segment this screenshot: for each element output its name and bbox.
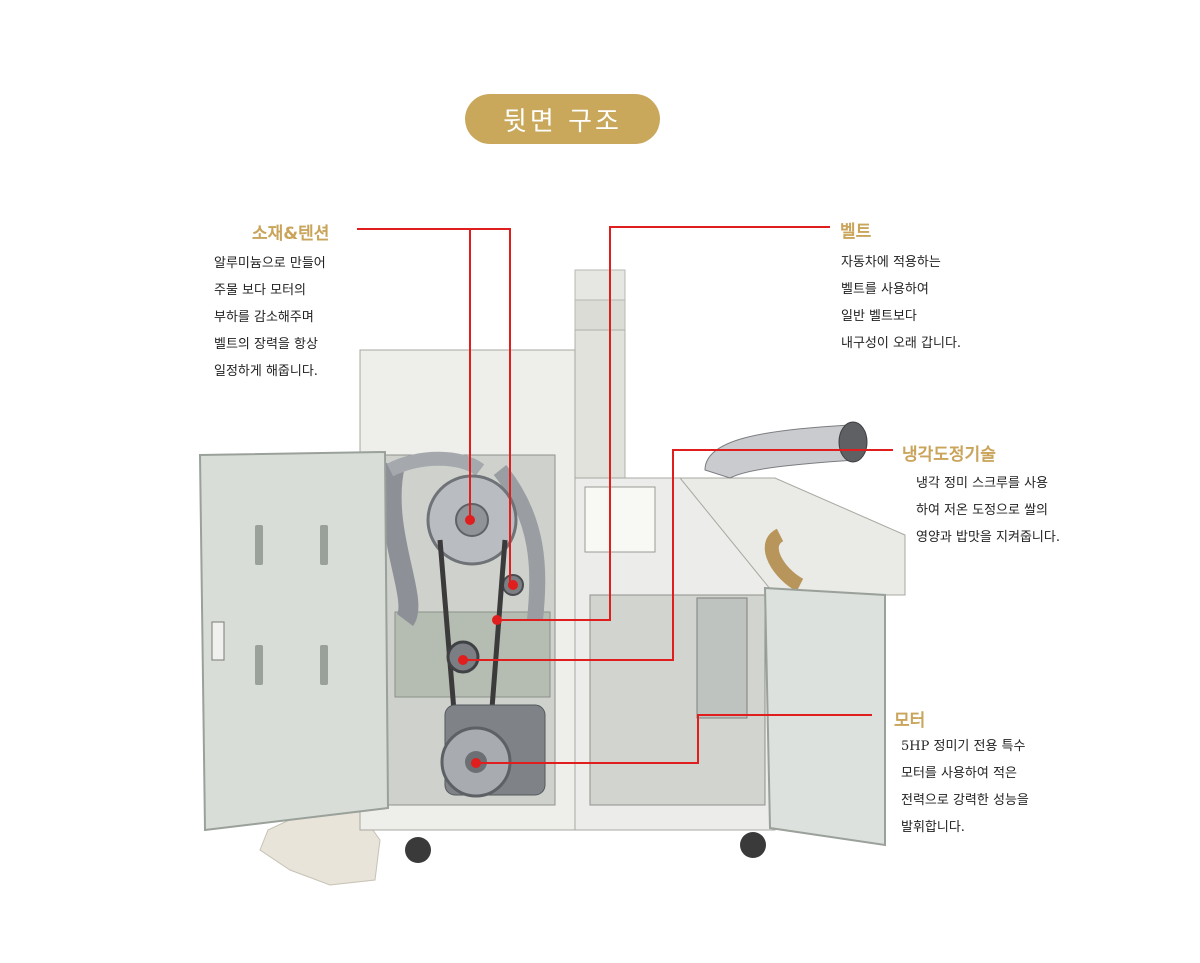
hose-top bbox=[386, 451, 485, 477]
tension-line: 알루미늄으로 만들어 bbox=[214, 256, 326, 271]
motor-line: 모터를 사용하여 적은 bbox=[901, 766, 1017, 781]
motor-description: 5HP 정미기 전용 특수 모터를 사용하여 적은 전력으로 강력한 성능을 발… bbox=[901, 733, 1029, 841]
belt-description: 자동차에 적용하는 벨트를 사용하여 일반 벨트보다 내구성이 오래 갑니다. bbox=[841, 249, 961, 357]
belt-callout-line bbox=[497, 226, 830, 621]
motor-label: 모터 bbox=[894, 711, 926, 731]
screw-chamber bbox=[696, 597, 748, 719]
spec-label bbox=[584, 486, 656, 553]
tension-callout-line bbox=[357, 228, 511, 585]
hose-right bbox=[493, 465, 546, 621]
right-door bbox=[763, 586, 886, 847]
cooling-callout-line bbox=[463, 449, 893, 661]
callout-lines bbox=[357, 226, 893, 764]
door-latch-left bbox=[211, 621, 225, 661]
tension-label: 소재&텐션 bbox=[252, 224, 330, 244]
cooling-line: 영양과 밥맛을 지켜줍니다. bbox=[916, 530, 1060, 545]
tension-line: 벨트의 장력을 항상 bbox=[214, 337, 318, 352]
left-door bbox=[198, 450, 390, 832]
cooling-hood bbox=[678, 477, 906, 596]
belt-line: 일반 벨트보다 bbox=[841, 309, 917, 324]
callout-dots bbox=[458, 515, 518, 768]
cooling-description: 냉각 정미 스크루를 사용 하여 저온 도정으로 쌀의 영양과 밥맛을 지켜줍니… bbox=[916, 470, 1060, 551]
door-vents-left bbox=[255, 525, 328, 685]
cooling-line: 하여 저온 도정으로 쌀의 bbox=[916, 503, 1048, 518]
motor-line: 전력으로 강력한 성능을 bbox=[901, 793, 1029, 808]
hose-left bbox=[381, 462, 419, 626]
exhaust-pipe bbox=[704, 424, 856, 479]
motor-line: 5HP 정미기 전용 특수 bbox=[901, 739, 1026, 754]
brass-hose bbox=[764, 528, 804, 592]
motor-callout-line bbox=[476, 714, 872, 764]
belt-line: 자동차에 적용하는 bbox=[841, 255, 941, 270]
wheels bbox=[405, 832, 766, 863]
vertical-column bbox=[574, 329, 626, 481]
belt-line: 벨트를 사용하여 bbox=[841, 282, 929, 297]
tension-line: 일정하게 해줍니다. bbox=[214, 364, 318, 379]
tension-line: 주물 보다 모터의 bbox=[214, 283, 306, 298]
exhaust-pipe-mouth bbox=[838, 421, 868, 463]
belt-line: 내구성이 오래 갑니다. bbox=[841, 336, 962, 351]
cooling-line: 냉각 정미 스크루를 사용 bbox=[916, 476, 1048, 491]
tension-line: 부하를 감소해주며 bbox=[214, 310, 314, 325]
section-title: 뒷면 구조 bbox=[465, 94, 660, 144]
motor-line: 발휘합니다. bbox=[901, 820, 965, 835]
tension-description: 알루미늄으로 만들어 주물 보다 모터의 부하를 감소해주며 벨트의 장력을 항… bbox=[214, 250, 326, 385]
cooling-label: 냉각도정기술 bbox=[902, 445, 996, 465]
belt-label: 벨트 bbox=[840, 222, 872, 242]
